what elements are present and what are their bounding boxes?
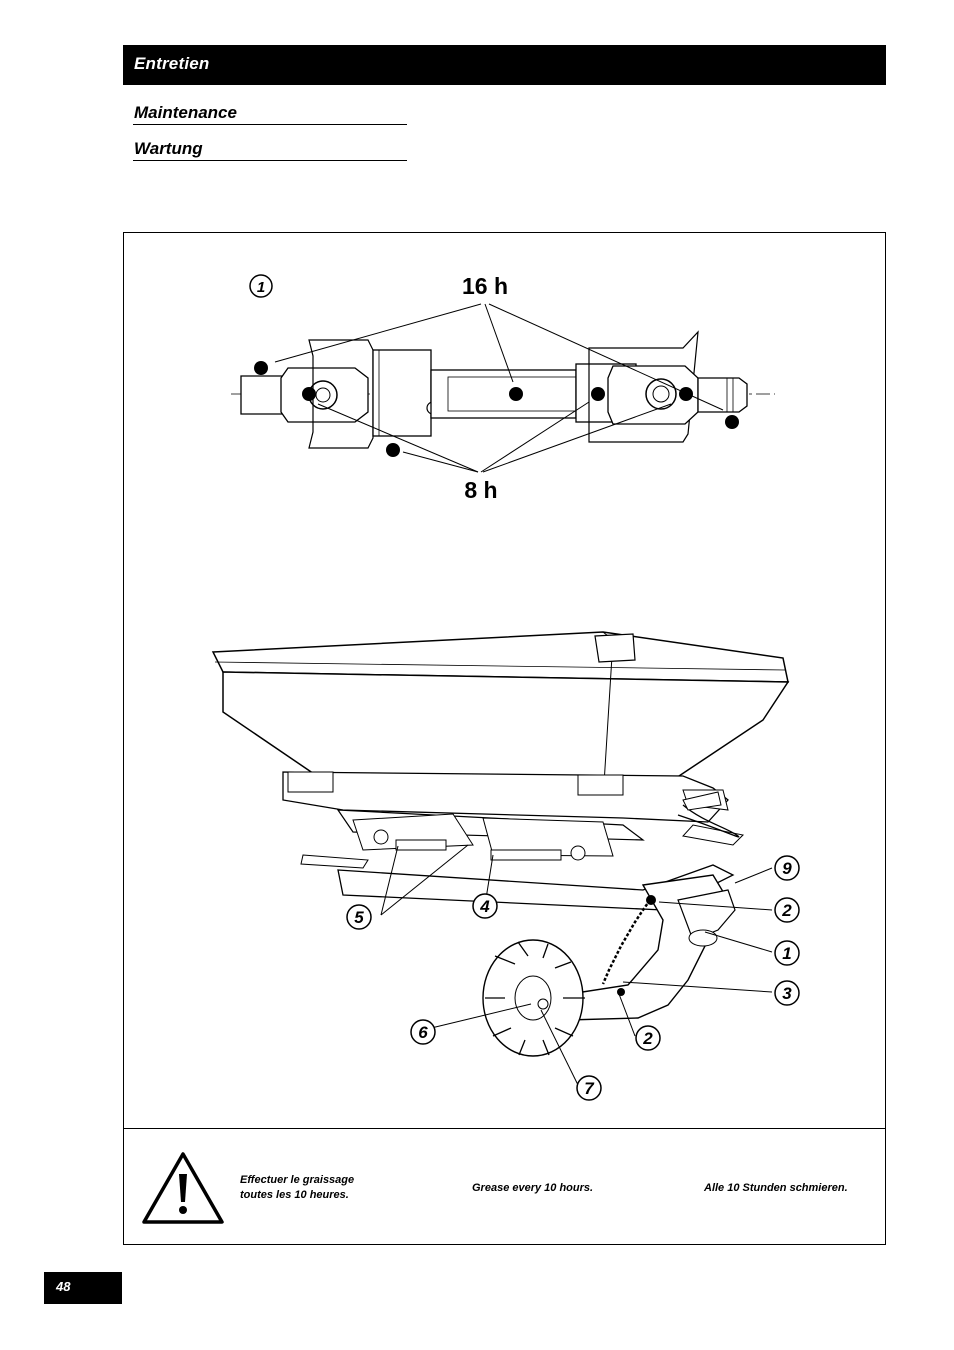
warning-text-fr: Effectuer le graissage toutes les 10 heu… xyxy=(240,1173,354,1203)
pto-shaft-figure: 1 16 h 8 h xyxy=(231,273,775,503)
grease-point xyxy=(302,387,316,401)
subtitle-english-label: Maintenance xyxy=(134,103,237,122)
subtitle-english: Maintenance xyxy=(133,100,407,125)
section-title: Entretien xyxy=(134,54,210,73)
spring xyxy=(601,899,652,985)
interval-8h-label: 8 h xyxy=(464,477,497,503)
callout-4: 4 xyxy=(472,893,498,919)
leaders-16h xyxy=(274,303,724,411)
left-guard xyxy=(308,339,374,449)
hopper-rim xyxy=(211,631,789,683)
right-stub xyxy=(697,377,748,413)
grease-point xyxy=(386,443,400,457)
callout-2-upper: 2 xyxy=(774,897,800,923)
svg-text:2: 2 xyxy=(642,1029,653,1048)
callout-6: 6 xyxy=(410,1019,436,1045)
callout-7: 7 xyxy=(576,1075,602,1101)
svg-text:7: 7 xyxy=(584,1079,595,1098)
outer-tube xyxy=(430,369,577,419)
grease-point xyxy=(254,361,268,375)
svg-text:2: 2 xyxy=(781,901,792,920)
svg-text:1: 1 xyxy=(782,944,791,963)
svg-text:6: 6 xyxy=(418,1023,428,1042)
svg-text:3: 3 xyxy=(782,984,792,1003)
leaders-8h xyxy=(317,401,672,473)
right-guard xyxy=(588,330,699,443)
interval-16h-label: 16 h xyxy=(462,273,508,299)
callout-3: 3 xyxy=(774,980,800,1006)
warning-fr-line-2: toutes les 10 heures. xyxy=(240,1189,349,1201)
frame-divider xyxy=(123,1128,886,1129)
grease-point xyxy=(725,415,739,429)
svg-text:5: 5 xyxy=(354,908,364,927)
bottom-leaders xyxy=(380,844,773,1086)
warning-triangle-icon xyxy=(142,1152,224,1224)
grease-point xyxy=(509,387,523,401)
left-guard-tube xyxy=(372,349,432,437)
section-header: Entretien xyxy=(123,45,886,85)
callout-1-top: 1 xyxy=(249,274,273,298)
grease-point xyxy=(591,387,605,401)
callout-1: 1 xyxy=(774,940,800,966)
subtitle-german-label: Wartung xyxy=(134,139,203,158)
callout-2-lower: 2 xyxy=(635,1025,661,1051)
figure-frame xyxy=(123,232,886,1245)
page-number-box: 48 xyxy=(44,1272,122,1304)
linkage-5a xyxy=(395,839,447,851)
page-number: 48 xyxy=(56,1279,71,1294)
linkage-4 xyxy=(490,849,562,861)
subtitle-german: Wartung xyxy=(133,136,407,161)
warning-text-de: Alle 10 Stunden schmieren. xyxy=(704,1182,848,1194)
grease-point xyxy=(679,387,693,401)
warning-fr-line-1: Effectuer le graissage xyxy=(240,1174,355,1186)
svg-text:4: 4 xyxy=(479,897,490,916)
hopper-badge xyxy=(594,633,636,663)
spreader-figure: 9 2 1 3 5 4 6 2 7 xyxy=(211,631,800,1101)
base-plate xyxy=(337,864,735,911)
warning-text-en: Grease every 10 hours. xyxy=(472,1182,594,1194)
svg-text:9: 9 xyxy=(782,859,792,878)
callout-5: 5 xyxy=(346,904,372,930)
right-cross-joint xyxy=(645,378,677,410)
spreading-disc xyxy=(482,939,585,1057)
callout-1-top-label: 1 xyxy=(257,279,265,296)
callout-9: 9 xyxy=(774,855,800,881)
